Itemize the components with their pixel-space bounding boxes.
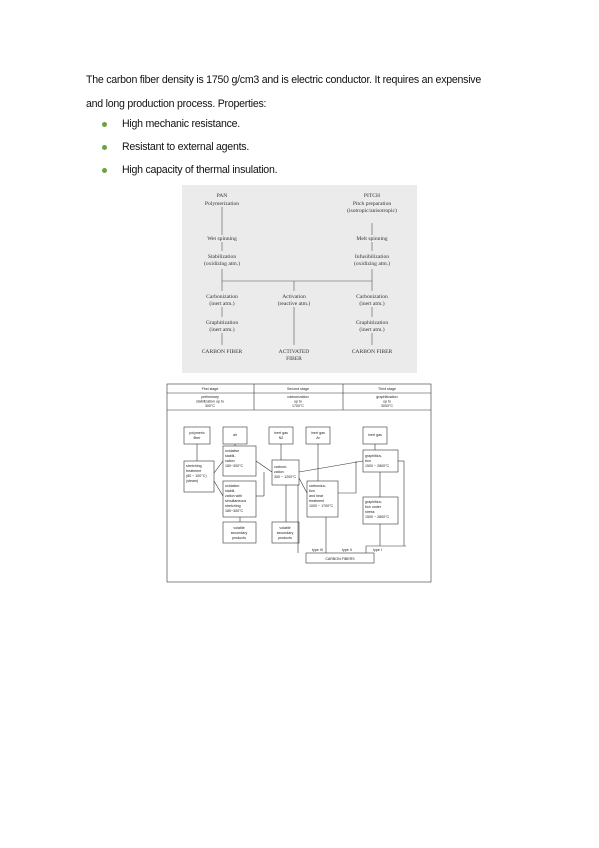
svg-text:up to: up to (294, 400, 302, 404)
pan-step: Wet spinning (207, 236, 237, 242)
svg-text:(inert atm.): (inert atm.) (209, 326, 234, 333)
svg-text:1500 ~ 2800°C: 1500 ~ 2800°C (365, 464, 390, 468)
svg-text:180~300°C: 180~300°C (225, 464, 244, 468)
pan-step: Polymerization (205, 201, 239, 207)
svg-text:inert gas: inert gas (311, 431, 325, 435)
svg-text:preliminary: preliminary (201, 395, 219, 399)
svg-text:graphitiza-: graphitiza- (365, 454, 383, 458)
svg-text:products: products (232, 536, 246, 540)
svg-text:zation with: zation with (225, 494, 242, 498)
activation-step: Activation (282, 294, 306, 300)
graphitization-right: Graphitization (356, 320, 389, 326)
svg-text:carboniza-: carboniza- (309, 484, 327, 488)
svg-text:graphitiza-: graphitiza- (365, 500, 383, 504)
svg-text:tion: tion (309, 489, 315, 493)
svg-text:3000°C: 3000°C (381, 404, 393, 408)
svg-text:stretching: stretching (186, 464, 202, 468)
intro-paragraph: The carbon fiber density is 1750 g/cm3 a… (86, 68, 526, 116)
svg-text:Ar: Ar (316, 436, 320, 440)
svg-text:air: air (233, 433, 238, 437)
svg-text:inert gas: inert gas (274, 431, 288, 435)
carbon-fibers-result: CARBON FIBERS (325, 557, 355, 561)
svg-text:simultaneous: simultaneous (225, 499, 246, 503)
carbonization-left: Carbonization (206, 294, 238, 300)
svg-text:secondary: secondary (277, 531, 294, 535)
svg-text:1000 ~ 1700°C: 1000 ~ 1700°C (309, 504, 334, 508)
svg-text:1500 ~ 2800°C: 1500 ~ 2800°C (365, 515, 390, 519)
carbonization-right: Carbonization (356, 294, 388, 300)
svg-text:volatile: volatile (279, 526, 290, 530)
svg-text:1700°C: 1700°C (292, 404, 304, 408)
stage-title: Third stage (378, 387, 396, 391)
svg-text:tion: tion (365, 459, 371, 463)
bullet-icon (102, 122, 107, 127)
svg-text:oxidative: oxidative (225, 449, 239, 453)
output-carbon-fiber-right: CARBON FIBER (352, 349, 393, 355)
svg-text:tion under: tion under (365, 505, 382, 509)
svg-text:secondary: secondary (231, 531, 248, 535)
svg-text:stretching: stretching (225, 504, 241, 508)
svg-text:up to: up to (383, 400, 391, 404)
svg-text:N2: N2 (279, 436, 284, 440)
bullet-icon (102, 145, 107, 150)
svg-text:stabilization up to: stabilization up to (196, 400, 224, 404)
svg-text:(steam): (steam) (186, 479, 198, 483)
pitch-step: (oxidizing atm.) (354, 260, 390, 267)
svg-text:treatment: treatment (186, 469, 201, 473)
output-carbon-fiber-left: CARBON FIBER (202, 349, 243, 355)
svg-text:zation: zation (274, 470, 284, 474)
pan-step: (oxidizing atm.) (204, 260, 240, 267)
svg-text:volatile: volatile (233, 526, 244, 530)
pan-step: Stabilization (208, 254, 236, 260)
svg-text:inert gas: inert gas (368, 433, 382, 437)
stage-title: Second stage (287, 387, 309, 391)
graphitization-left: Graphitization (206, 320, 239, 326)
svg-text:(reactive atm.): (reactive atm.) (278, 300, 311, 307)
svg-text:(80 ~ 100°C): (80 ~ 100°C) (186, 474, 207, 478)
pitch-step: (isotropic/anisotropic) (347, 207, 397, 214)
list-item: High capacity of thermal insulation. (102, 159, 278, 182)
intro-line-2: and long production process. Properties: (86, 98, 267, 110)
process-diagram-pan-pitch: PAN Polymerization Wet spinning Stabiliz… (182, 185, 417, 373)
pitch-step: Infusibilization (355, 253, 389, 260)
properties-list: High mechanic resistance. Resistant to e… (102, 113, 278, 182)
svg-text:300°C: 300°C (205, 404, 215, 408)
svg-text:polymeric: polymeric (189, 431, 205, 435)
svg-text:carboni-: carboni- (274, 465, 288, 469)
svg-text:stabili-: stabili- (225, 489, 236, 493)
intro-line-1: The carbon fiber density is 1750 g/cm3 a… (86, 74, 482, 86)
svg-text:(inert atm.): (inert atm.) (359, 326, 384, 333)
svg-text:treatment: treatment (309, 499, 324, 503)
svg-text:fiber: fiber (194, 436, 202, 440)
pitch-step: Pitch preparation (353, 201, 392, 207)
svg-text:(inert atm.): (inert atm.) (209, 300, 234, 307)
svg-text:type II: type II (342, 548, 352, 552)
list-item: High mechanic resistance. (102, 113, 277, 136)
svg-text:type III: type III (312, 548, 323, 552)
pitch-title: PITCH (364, 193, 380, 199)
svg-text:stabili-: stabili- (225, 454, 236, 458)
svg-text:oxidation: oxidation (225, 484, 239, 488)
svg-text:180~300°C: 180~300°C (225, 509, 244, 513)
stage-title: First stage (202, 387, 219, 391)
svg-text:(inert atm.): (inert atm.) (359, 300, 384, 307)
svg-text:carbonization: carbonization (287, 395, 308, 399)
svg-text:cation: cation (225, 459, 235, 463)
bullet-icon (102, 168, 107, 173)
svg-text:and heat: and heat (309, 494, 323, 498)
production-stages-flowchart: First stage preliminary stabilization up… (166, 383, 432, 583)
pan-title: PAN (217, 193, 228, 199)
svg-text:300 ~ 1200°C: 300 ~ 1200°C (274, 475, 297, 479)
output-activated-fiber: ACTIVATED (279, 349, 310, 355)
svg-text:type I: type I (373, 548, 382, 552)
svg-text:graphitization: graphitization (376, 395, 397, 399)
svg-text:products: products (278, 536, 292, 540)
pitch-step: Melt spinning (356, 236, 387, 242)
svg-text:stress: stress (365, 510, 375, 514)
list-item: Resistant to external agents. (102, 136, 277, 159)
svg-text:FIBER: FIBER (286, 356, 302, 362)
